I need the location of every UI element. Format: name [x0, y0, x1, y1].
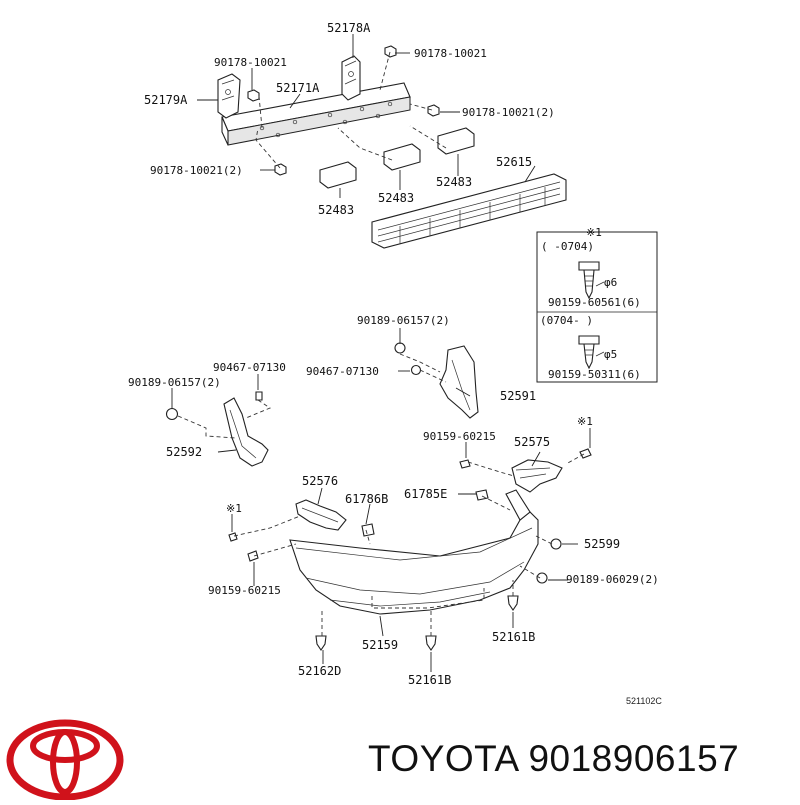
range-after: (0704- ) — [540, 314, 593, 327]
label-52171a: 52171A — [276, 81, 320, 95]
part-labels: 52178A 90178-10021 90178-10021 52179A 52… — [128, 21, 659, 687]
bracket-52179a — [217, 73, 241, 119]
label-52483-c: 52483 — [436, 175, 472, 189]
label-52599: 52599 — [584, 537, 620, 551]
clip-part-1: 90159-60561(6) — [548, 296, 641, 309]
guide-lines-lower — [177, 353, 585, 636]
energy-absorber — [371, 173, 567, 249]
label-52179a: 52179A — [144, 93, 188, 107]
label-90189-a: 90189-06157(2) — [357, 314, 450, 327]
label-52592: 52592 — [166, 445, 202, 459]
label-52162d: 52162D — [298, 664, 341, 678]
label-90178-b: 90178-10021 — [214, 56, 287, 69]
bracket-52575 — [511, 459, 563, 493]
label-52161b-a: 52161B — [492, 630, 535, 644]
label-61786b: 61786B — [345, 492, 388, 506]
bottom-clips — [315, 538, 562, 651]
leaders-lower — [171, 328, 591, 672]
label-52575: 52575 — [514, 435, 550, 449]
note-mark-box: ※1 — [586, 226, 602, 239]
diagram-code: 521102C — [626, 696, 662, 706]
bumper-cover — [289, 489, 539, 615]
nuts-beam — [247, 45, 440, 176]
label-61785e: 61785E — [404, 487, 447, 501]
clip-part-2: 90159-50311(6) — [548, 368, 641, 381]
label-90467-a: 90467-07130 — [213, 361, 286, 374]
dim-phi6: φ6 — [604, 276, 617, 289]
brand-part-number: TOYOTA 9018906157 — [368, 738, 740, 779]
bracket-52576 — [295, 499, 347, 531]
bracket-52178a — [341, 55, 361, 101]
label-90159-b: 90159-60215 — [208, 584, 281, 597]
toyota-logo — [6, 719, 124, 801]
note-mark-52575: ※1 — [577, 415, 593, 428]
label-90189-b: 90189-06157(2) — [128, 376, 221, 389]
label-52483-b: 52483 — [378, 191, 414, 205]
leaders-beam — [197, 34, 536, 198]
note-mark-left: ※1 — [226, 502, 242, 515]
clip-detail-box — [536, 231, 658, 383]
label-90189-c: 90189-06029(2) — [566, 573, 659, 586]
bracket-52592 — [223, 397, 269, 467]
guide-lines-beam — [255, 51, 447, 169]
label-52576: 52576 — [302, 474, 338, 488]
label-90178-c: 90178-10021(2) — [462, 106, 555, 119]
label-90159-a: 90159-60215 — [423, 430, 496, 443]
label-90178-a: 90178-10021 — [414, 47, 487, 60]
mudguard-right — [439, 345, 479, 419]
dim-phi5: φ5 — [604, 348, 617, 361]
label-52178a: 52178A — [327, 21, 371, 35]
label-90467-b: 90467-07130 — [306, 365, 379, 378]
label-52483-a: 52483 — [318, 203, 354, 217]
label-52591: 52591 — [500, 389, 536, 403]
label-52615: 52615 — [496, 155, 532, 169]
sensor-brackets — [319, 127, 475, 189]
label-52159: 52159 — [362, 638, 398, 652]
range-before: ( -0704) — [541, 240, 594, 253]
label-90178-d: 90178-10021(2) — [150, 164, 243, 177]
label-52161b-b: 52161B — [408, 673, 451, 687]
